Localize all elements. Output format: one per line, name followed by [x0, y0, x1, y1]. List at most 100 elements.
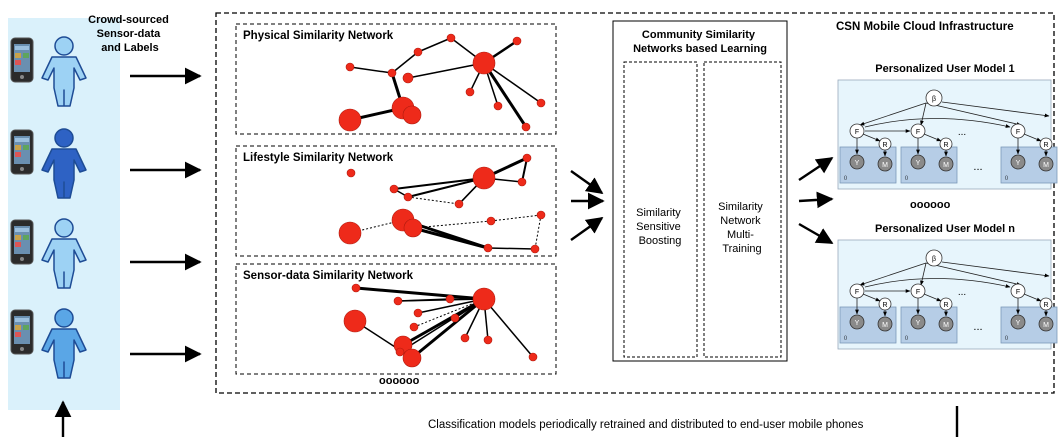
model-edge: [923, 133, 942, 142]
network-node: [512, 36, 522, 46]
network-node: [517, 177, 527, 187]
network-edge: [487, 247, 536, 250]
beta-node-label: β: [932, 256, 936, 263]
network-node: [393, 296, 403, 306]
network-edge: [413, 298, 485, 328]
network-edge: [412, 226, 489, 250]
network-node: [338, 108, 362, 132]
network-edge: [482, 62, 528, 128]
network-node: [483, 243, 493, 253]
network-node: [530, 244, 540, 254]
network-node: [536, 210, 546, 220]
learning-title-line-1: Community Similarity: [642, 29, 756, 41]
user-group: [10, 36, 87, 107]
y-node-label: Y: [855, 320, 860, 327]
network-box: [235, 263, 557, 375]
infrastructure-title: CSN Mobile Cloud Infrastructure: [836, 21, 1014, 33]
m-node: [938, 156, 954, 172]
network-panel: Physical Similarity Network: [235, 23, 557, 135]
network-node: [446, 33, 456, 43]
plate-index: (): [1005, 175, 1008, 180]
m-node-label: M: [1043, 162, 1049, 169]
plate-index: (): [844, 335, 847, 340]
network-node: [402, 72, 414, 84]
network-node: [454, 199, 464, 209]
network-node: [346, 168, 356, 178]
network-title: Lifestyle Similarity Network: [243, 152, 394, 164]
network-node: [343, 309, 367, 333]
network-node: [486, 216, 496, 226]
network-edge: [397, 298, 485, 302]
r-node-label: R: [943, 142, 948, 149]
network-node: [403, 192, 413, 202]
network-node: [493, 101, 503, 111]
plate-index: (): [905, 335, 908, 340]
network-node: [402, 105, 422, 125]
network-edge: [411, 297, 485, 360]
y-node: [849, 154, 865, 170]
network-node: [445, 294, 455, 304]
network-edge: [407, 177, 485, 198]
model-edge: [1023, 133, 1042, 142]
r-node-label: R: [1043, 142, 1048, 149]
network-node: [472, 51, 496, 75]
model-edge: [941, 261, 1050, 278]
f-node-label: F: [1016, 129, 1020, 136]
network-edge: [412, 220, 492, 229]
network-edge: [534, 214, 542, 250]
person-icon: [41, 36, 87, 107]
network-node: [413, 47, 423, 57]
network-node: [465, 87, 475, 97]
beta-node: [925, 89, 943, 107]
network-node: [413, 308, 423, 318]
network-edge: [393, 177, 485, 190]
plate-index: (): [905, 175, 908, 180]
network-node: [521, 122, 531, 132]
network-node: [395, 347, 405, 357]
m-node-label: M: [943, 322, 949, 329]
network-edge: [490, 214, 542, 222]
beta-node: [925, 249, 943, 267]
r-node-label: R: [882, 142, 887, 149]
y-node-label: Y: [855, 160, 860, 167]
network-edge: [407, 196, 460, 205]
person-icon: [41, 218, 87, 289]
infrastructure-frame: [215, 12, 1055, 394]
network-node: [522, 153, 532, 163]
network-box: [235, 145, 557, 257]
network-edge: [391, 51, 419, 74]
user-group: [10, 218, 87, 289]
network-node: [483, 335, 493, 345]
model-edge: [864, 118, 1011, 128]
plate-index: (): [844, 175, 847, 180]
user-group: [10, 128, 87, 199]
f-node-label: F: [855, 289, 859, 296]
model-arrow: [798, 222, 834, 245]
beta-node-label: β: [932, 96, 936, 103]
models-more-dots: oooooo: [910, 199, 951, 211]
multi-training-box: [703, 61, 782, 358]
r-node-label: R: [943, 302, 948, 309]
boosting-label: Similarity Sensitive Boosting: [636, 207, 684, 247]
footer-caption: Classification models periodically retra…: [428, 419, 864, 431]
network-title: Physical Similarity Network: [243, 30, 394, 42]
network-edge: [483, 298, 534, 358]
m-node-label: M: [943, 162, 949, 169]
model-arrow: [798, 157, 834, 181]
person-icon: [41, 128, 87, 199]
y-node-label: Y: [916, 160, 921, 167]
multi-training-label: Similarity Network Multi- Training: [718, 201, 766, 255]
f-node-label: F: [916, 129, 920, 136]
input-label-line-3: and Labels: [101, 42, 158, 54]
model-title: Personalized User Model n: [875, 223, 1015, 235]
f-node-label: F: [1016, 289, 1020, 296]
model-edge: [1023, 293, 1042, 302]
model-ellipsis: ...: [973, 321, 982, 333]
network-node: [460, 333, 470, 343]
m-node: [877, 316, 893, 332]
phone-icon: [10, 309, 34, 355]
